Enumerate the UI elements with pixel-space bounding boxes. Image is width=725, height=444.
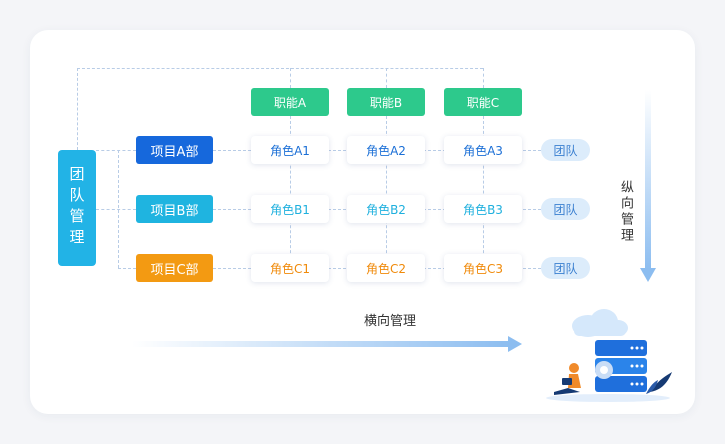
col-a-line — [290, 116, 291, 268]
function-b: 职能B — [347, 88, 425, 116]
left-connector — [77, 68, 78, 150]
role-c3: 角色C3 — [444, 254, 522, 282]
team-management-box: 团队管理 — [58, 150, 96, 266]
vertical-arrow-icon — [640, 90, 656, 282]
horizontal-management-label: 横向管理 — [363, 314, 416, 329]
bracket-c — [118, 268, 136, 269]
col-b-line — [386, 116, 387, 268]
gear-icon — [595, 361, 613, 379]
func-c-stem — [483, 68, 484, 88]
person-icon — [554, 363, 581, 395]
function-a: 职能A — [251, 88, 329, 116]
role-a3: 角色A3 — [444, 136, 522, 164]
top-connector — [77, 68, 483, 69]
server-illustration-icon — [546, 309, 672, 402]
cloud-icon — [572, 309, 628, 337]
col-c-line — [483, 116, 484, 268]
bracket-a — [96, 150, 136, 151]
team-tag-b: 团队 — [541, 198, 590, 220]
team-tag-a: 团队 — [541, 139, 590, 161]
role-c1: 角色C1 — [251, 254, 329, 282]
project-b: 项目B部 — [136, 195, 213, 223]
role-a2: 角色A2 — [347, 136, 425, 164]
function-c: 职能C — [444, 88, 522, 116]
role-b3: 角色B3 — [444, 195, 522, 223]
func-b-stem — [386, 68, 387, 88]
horizontal-arrow-icon — [132, 336, 522, 352]
func-a-stem — [290, 68, 291, 88]
role-b1: 角色B1 — [251, 195, 329, 223]
project-c: 项目C部 — [136, 254, 213, 282]
role-c2: 角色C2 — [347, 254, 425, 282]
role-a1: 角色A1 — [251, 136, 329, 164]
bracket-b — [96, 209, 136, 210]
role-b2: 角色B2 — [347, 195, 425, 223]
vertical-management-label: 纵向管理 — [618, 180, 633, 244]
project-a: 项目A部 — [136, 136, 213, 164]
team-tag-c: 团队 — [541, 257, 590, 279]
